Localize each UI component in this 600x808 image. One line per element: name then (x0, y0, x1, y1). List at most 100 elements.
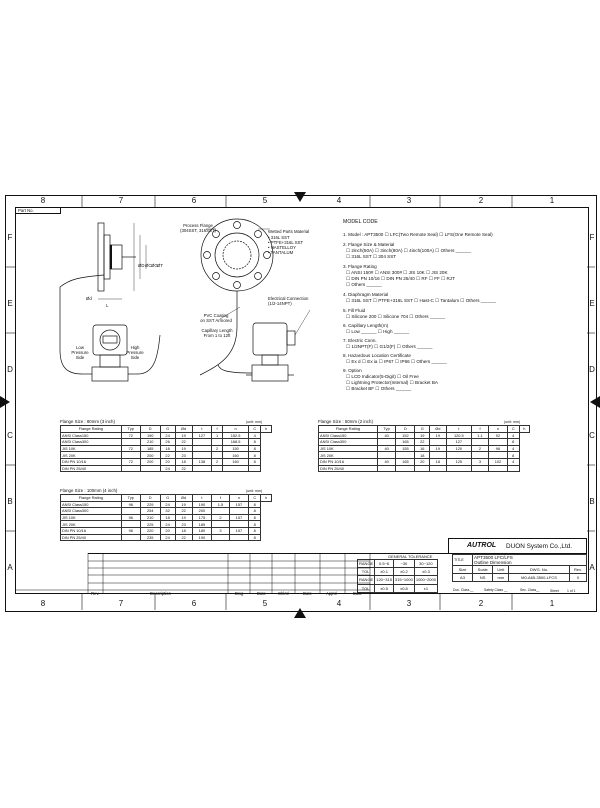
table-cell: 8 (248, 500, 262, 509)
rev-header: Chk'd (278, 591, 289, 596)
table-cell: 200 (191, 507, 213, 515)
column-label: 1 (549, 196, 555, 205)
rev-header: Date (303, 591, 312, 596)
column-label: 5 (262, 599, 268, 608)
table-header-cell: Ød (429, 425, 447, 433)
table-cell: 150 (221, 444, 250, 453)
table-cell: 96 (120, 526, 141, 535)
table-cell: 185 (139, 444, 161, 453)
table-header-cell: t (445, 425, 473, 433)
table-cell: 22 (174, 533, 193, 542)
table-cell (429, 438, 447, 446)
table-cell: 72 (120, 457, 141, 466)
table-cell: 190 (191, 533, 213, 542)
table-cell (487, 438, 508, 446)
table-cell: DIN PN 10/16 (318, 457, 378, 466)
table-cell: 96 (120, 500, 141, 509)
table-header-cell: n (228, 494, 250, 502)
high-pressure-side-label: High Pressure Side (126, 345, 144, 360)
wetted-item: • 316L SST (268, 235, 290, 240)
table-cell: 72 (120, 431, 141, 440)
row-label: E (589, 299, 595, 308)
table-cell (120, 464, 141, 473)
table-cell: 229 (139, 500, 161, 509)
tol-value: ±1 (413, 583, 438, 593)
model-code-title: MODEL CODE (343, 219, 378, 225)
table-cell (211, 438, 223, 446)
row-label: A (589, 563, 595, 572)
model-code-line: ☐ DIN PN 10/16 ☐ DIN PN 25/40 ☐ RF ☐ FF … (346, 276, 455, 281)
table-header-cell: Ød (174, 494, 193, 502)
sec-class-label: Sec. Class (520, 588, 537, 592)
revision-grid (15, 553, 371, 593)
table-cell (471, 464, 489, 473)
table-cell: 1 (211, 431, 223, 440)
table-header-cell: Ød (174, 425, 193, 433)
outline-drawing (59, 218, 311, 382)
table-cell: 40 (376, 444, 397, 453)
table-cell: 102 (487, 457, 508, 466)
table-cell: 4 (506, 444, 520, 453)
capillary-length-label: Capillary Length From 1 to 12ft (201, 328, 233, 338)
tolerance-block: GENERAL TOLERANCE RANGE 0.5~6 ~30 30~120… (356, 553, 450, 593)
table-cell: 157 (228, 513, 250, 522)
table-cell (248, 464, 262, 473)
column-label: 8 (40, 599, 46, 608)
table-cell: 185 (191, 520, 213, 528)
title-block-top-rule (88, 553, 587, 554)
table-cell: 225 (139, 520, 161, 528)
table-header-cell: f (211, 425, 223, 433)
table-header-cell: Flange Rating (318, 425, 378, 433)
table-cell: 152.5 (221, 431, 250, 440)
table-cell: 18 (429, 457, 447, 466)
model-code-line: ☐ Silicone 200 ☐ Silicone 704 ☐ Others _… (346, 314, 446, 319)
table-header-cell: h (260, 425, 272, 433)
table-header-cell: G (414, 425, 431, 433)
table-2in-unit: (unit: mm) (504, 420, 521, 424)
table-cell: 20 (414, 457, 431, 466)
table-cell: 180 (191, 526, 213, 535)
table-cell (414, 464, 431, 473)
table-cell: 8 (248, 444, 262, 453)
table-header-cell: t (191, 425, 213, 433)
table-cell: 157 (228, 526, 250, 535)
tolerance-title: GENERAL TOLERANCE (388, 554, 433, 559)
model-code-line: 5. Fill Fluid (343, 308, 366, 313)
table-header-cell: C (248, 494, 262, 502)
table-cell: 2 (211, 513, 230, 522)
model-code-line: ☐ LCD Indicator(5-Digit) ☐ Oil Free (346, 374, 419, 379)
table-cell (228, 520, 250, 528)
table-cell (191, 464, 213, 473)
table-cell (191, 451, 213, 459)
table-4in-unit: (unit: mm) (246, 489, 263, 493)
table-cell: 18 (414, 451, 431, 459)
table-cell: 190 (191, 500, 213, 509)
dimension-label: ØC (145, 263, 152, 268)
wetted-item: • PTFE+316L SST (268, 240, 304, 245)
class-row: Doc. Class — Safety Class — Sec. Class —… (452, 588, 587, 597)
column-label: 2 (478, 599, 484, 608)
table-cell: 8 (248, 438, 262, 446)
table-cell: 19 (429, 431, 447, 440)
column-label: 1 (549, 599, 555, 608)
table-header-cell: G (159, 494, 176, 502)
table-cell: 26 (159, 438, 176, 446)
table-header-cell: C (506, 425, 520, 433)
table-cell: 96 (487, 444, 508, 453)
sec-class-value: — (536, 589, 540, 593)
table-cell: 96 (120, 513, 141, 522)
process-flange-label: Process Flange (304SST, 316SST) (180, 223, 216, 233)
table-cell (120, 533, 141, 542)
table-cell: 22 (174, 438, 193, 446)
dimension-label: ØG (151, 263, 158, 268)
table-header-cell: n (487, 425, 508, 433)
table-cell: 3 (211, 526, 230, 535)
